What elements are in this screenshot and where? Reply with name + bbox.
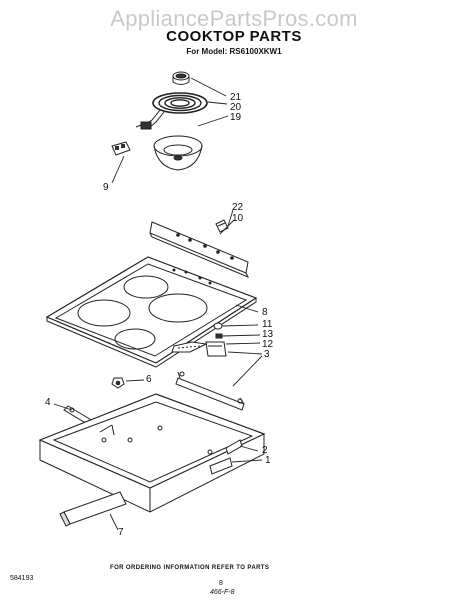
- callout-19: 19: [230, 112, 242, 123]
- ordering-note: FOR ORDERING INFORMATION REFER TO PARTS: [110, 565, 270, 571]
- part-9-terminal-block: [111, 141, 131, 156]
- leader-lines: [53, 77, 263, 531]
- callout-6: 6: [146, 374, 152, 385]
- part-8-cooktop: [45, 256, 258, 368]
- callout-12: 12: [262, 339, 274, 350]
- page-code: 466-F-8: [210, 589, 235, 596]
- callout-1: 1: [265, 455, 271, 466]
- part-10-control-panel: [149, 221, 250, 278]
- part-20-surface-element: [135, 92, 208, 130]
- callout-13: 13: [262, 329, 274, 340]
- part-7-duct: [59, 491, 127, 527]
- callout-3: 3: [264, 349, 270, 360]
- callout-10: 10: [232, 213, 244, 224]
- callout-4: 4: [45, 397, 51, 408]
- callout-2: 2: [262, 445, 268, 456]
- part-6-nut: [111, 377, 125, 389]
- page-number: 8: [219, 580, 223, 587]
- part-3-bracket: [175, 371, 245, 411]
- part-21-cap: [172, 71, 190, 85]
- callout-11: 11: [262, 319, 273, 330]
- part-11-13-12-switch-assembly: [171, 322, 227, 357]
- callout-7: 7: [118, 527, 124, 538]
- model-number: For Model: RS6100XKW1: [186, 47, 282, 56]
- callout-9: 9: [103, 182, 109, 193]
- part-19-drip-pan: [153, 135, 203, 171]
- callout-8: 8: [262, 307, 268, 318]
- page-title: COOKTOP PARTS: [166, 28, 302, 45]
- callout-20: 20: [230, 102, 242, 113]
- callout-21: 21: [230, 92, 242, 103]
- part-1-tab: [209, 457, 233, 475]
- callout-22: 22: [232, 202, 244, 213]
- site-watermark: AppliancePartsPros.com: [110, 6, 358, 31]
- part-22-clip: [215, 219, 229, 233]
- cooktop-base-pan: [38, 393, 266, 513]
- document-code: 584193: [10, 575, 34, 582]
